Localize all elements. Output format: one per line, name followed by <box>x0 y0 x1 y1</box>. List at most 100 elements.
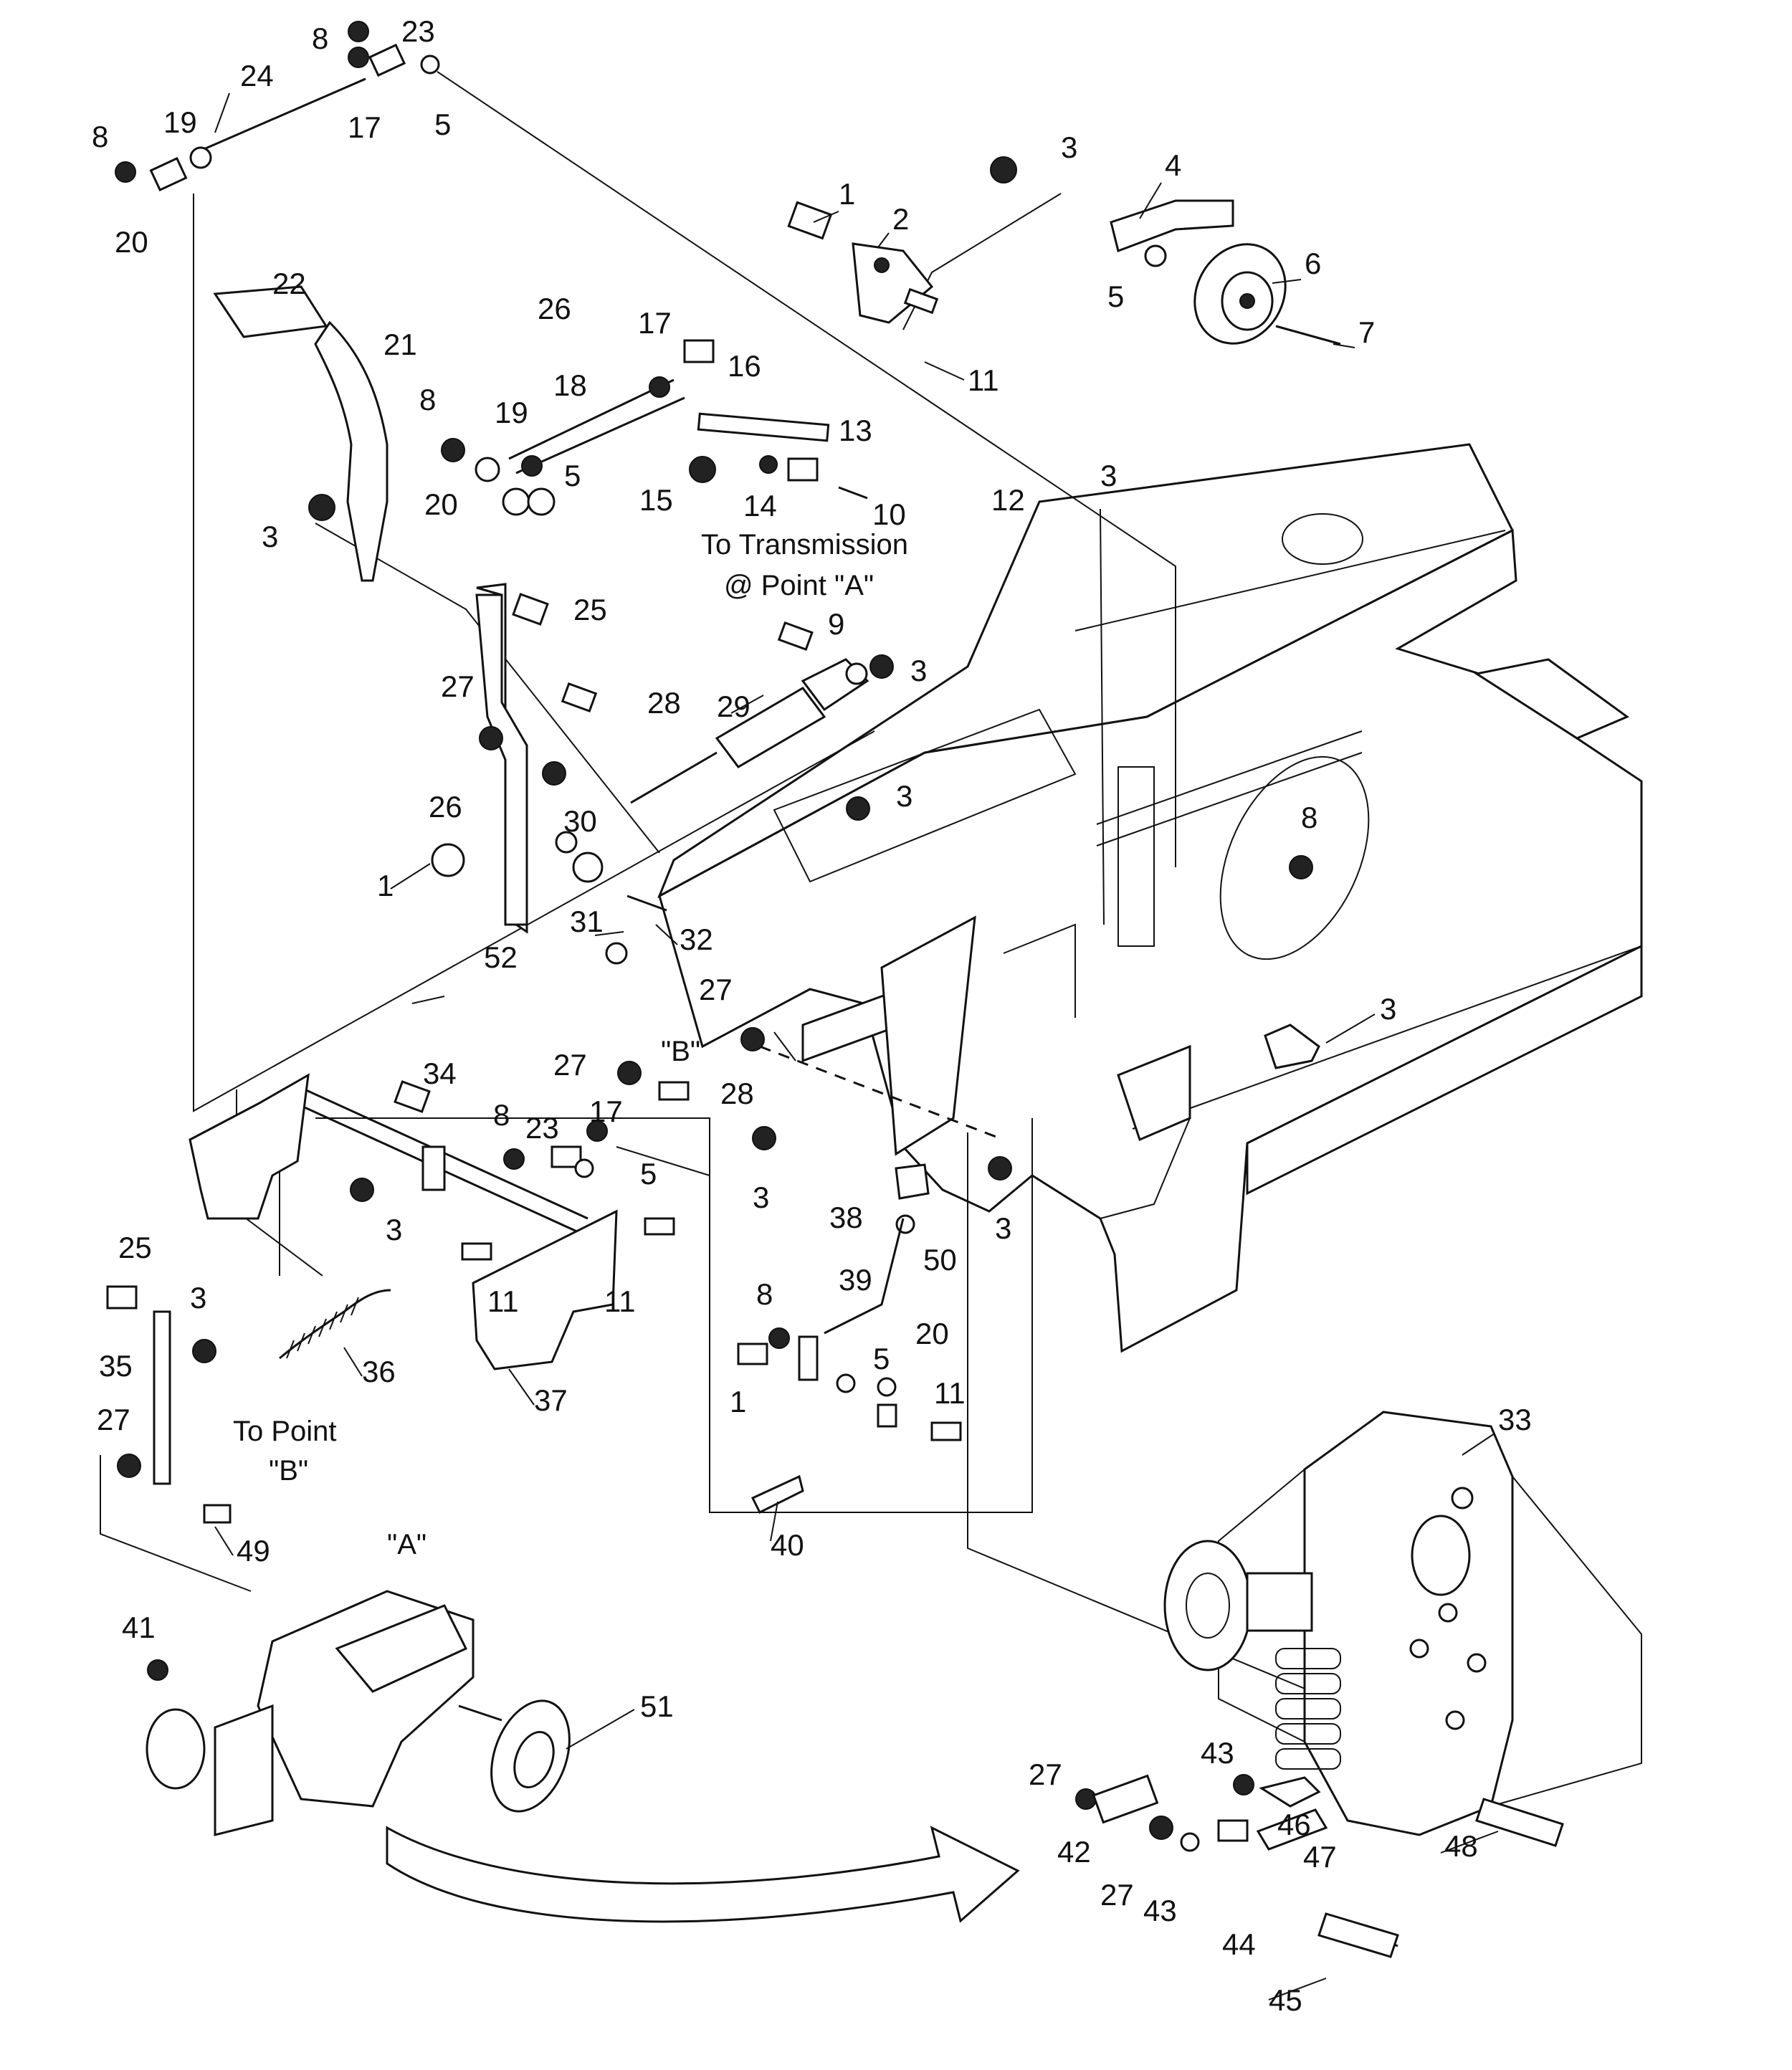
callout: 5 <box>434 108 451 141</box>
point-b-label: "B" <box>661 1036 700 1067</box>
lower-shaft <box>106 1061 1012 1524</box>
callout: 46 <box>1277 1808 1311 1841</box>
callout: 5 <box>640 1157 657 1191</box>
callout: 18 <box>553 368 587 402</box>
callout: 5 <box>564 459 581 492</box>
callout: 10 <box>872 497 906 531</box>
to-point-b-note-label: "B" <box>269 1455 308 1487</box>
callout: 8 <box>493 1098 510 1132</box>
callout: 29 <box>717 690 750 723</box>
callout: 8 <box>756 1277 773 1311</box>
callout: 3 <box>995 1211 1011 1245</box>
main-frame <box>657 443 1643 1353</box>
callout: 32 <box>680 922 713 956</box>
callout: 28 <box>720 1077 754 1110</box>
callout-leaders <box>214 92 1499 2000</box>
callout: 50 <box>923 1243 957 1277</box>
callout: 36 <box>362 1355 396 1388</box>
callout: 11 <box>934 1376 966 1410</box>
callout: 26 <box>538 292 571 325</box>
callout: 19 <box>163 105 197 139</box>
callout: 31 <box>570 905 604 938</box>
callout: 52 <box>484 940 518 974</box>
callout: 27 <box>441 669 475 703</box>
callout: 12 <box>991 483 1025 517</box>
callout: 41 <box>122 1611 156 1644</box>
callout: 1 <box>730 1385 746 1418</box>
callout: 3 <box>910 654 927 687</box>
callout: 1 <box>377 869 394 902</box>
callout: 44 <box>1222 1927 1256 1961</box>
callout: 7 <box>1358 315 1375 349</box>
callout: 24 <box>240 59 274 92</box>
callout: 17 <box>348 110 381 144</box>
callout: 19 <box>495 396 528 429</box>
callout: 47 <box>1303 1840 1337 1874</box>
callout: 20 <box>424 487 458 521</box>
callout: 3 <box>1380 992 1396 1026</box>
callout: 3 <box>262 520 278 553</box>
callout: 16 <box>728 349 761 383</box>
callout: 22 <box>272 267 306 300</box>
callout: 48 <box>1444 1829 1478 1863</box>
callout: 33 <box>1498 1403 1532 1436</box>
callout: 1 <box>839 177 855 211</box>
callout: 51 <box>640 1689 674 1723</box>
callout: 23 <box>401 14 435 48</box>
callout: 30 <box>563 804 597 838</box>
callout: 2 <box>892 202 909 236</box>
to-transmission-note: To Transmission <box>701 529 908 561</box>
callout: 11 <box>968 363 999 397</box>
callout: 27 <box>553 1048 587 1082</box>
callout: 20 <box>915 1317 949 1350</box>
callout: 20 <box>115 225 148 259</box>
to-transmission-note-point: @ Point "A" <box>724 570 874 601</box>
callout: 25 <box>573 593 607 626</box>
callout: 13 <box>839 414 872 447</box>
callout: 25 <box>118 1231 152 1264</box>
callout: 34 <box>423 1057 457 1090</box>
upper-linkage <box>115 21 1341 582</box>
callout: 14 <box>743 489 777 523</box>
callout: 28 <box>647 686 681 720</box>
callout: 49 <box>237 1534 270 1568</box>
callout: 3 <box>1061 130 1077 164</box>
callout: 11 <box>604 1284 636 1318</box>
callout: 5 <box>873 1342 890 1375</box>
callout: 43 <box>1201 1736 1234 1770</box>
callout: 37 <box>534 1383 568 1417</box>
callout: 26 <box>429 790 462 824</box>
lever-assembly <box>431 583 1320 1069</box>
transaxle-small <box>146 1590 571 1836</box>
callout: 27 <box>699 973 733 1006</box>
to-point-b-note: To Point <box>233 1416 337 1447</box>
callout: 4 <box>1165 148 1181 182</box>
callout: 3 <box>190 1281 206 1315</box>
callout: 15 <box>639 483 673 517</box>
callout: 17 <box>589 1094 623 1128</box>
callout: 5 <box>1107 280 1124 313</box>
callout: 23 <box>525 1111 559 1145</box>
callout: 38 <box>829 1201 863 1234</box>
callout: 6 <box>1305 247 1321 280</box>
callout: 3 <box>386 1213 402 1246</box>
transaxle-large <box>1075 1411 1642 1958</box>
callout: 9 <box>828 607 844 641</box>
notes: To Transmission @ Point "A" "B" To Point… <box>233 529 908 1560</box>
callout: 8 <box>1301 801 1317 834</box>
callout: 11 <box>487 1284 519 1318</box>
callout-labels: 8 23 24 17 5 8 19 20 3 1 2 4 6 5 7 11 22… <box>92 14 1532 2017</box>
callout: 21 <box>383 328 417 361</box>
callout: 43 <box>1143 1894 1177 1927</box>
callout: 8 <box>92 120 108 153</box>
callout: 3 <box>896 779 912 813</box>
callout: 35 <box>99 1349 133 1383</box>
callout: 8 <box>419 383 436 416</box>
callout: 27 <box>97 1403 130 1436</box>
point-a-label: "A" <box>387 1529 426 1560</box>
callout: 17 <box>638 306 672 340</box>
callout: 39 <box>839 1263 872 1297</box>
callout: 3 <box>1100 459 1117 492</box>
callout: 27 <box>1100 1878 1134 1912</box>
callout: 8 <box>312 22 328 55</box>
